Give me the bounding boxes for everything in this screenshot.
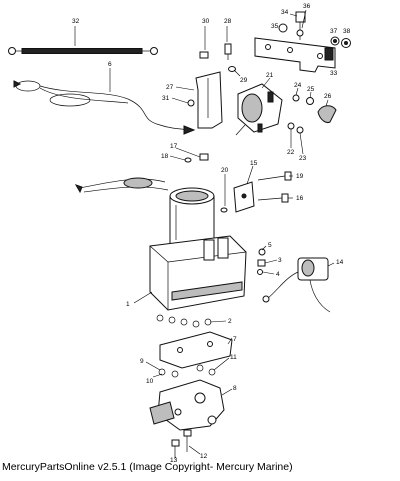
callout-11: 11 xyxy=(230,354,237,361)
part-26-boot[interactable] xyxy=(317,105,337,123)
part-24-25-washers[interactable] xyxy=(292,94,314,105)
callout-21: 21 xyxy=(266,72,274,79)
callout-35: 35 xyxy=(271,23,279,30)
callout-28: 28 xyxy=(224,18,232,25)
callout-33: 33 xyxy=(330,70,338,77)
part-32-battery-cable[interactable] xyxy=(8,47,158,55)
callout-36: 36 xyxy=(303,3,311,10)
callout-19: 19 xyxy=(296,173,304,180)
part-27-bracket[interactable] xyxy=(195,71,223,129)
part-5-3-4-hardware[interactable] xyxy=(257,248,266,275)
part-21-solenoid[interactable] xyxy=(235,83,283,136)
part-30-nut[interactable] xyxy=(199,51,209,59)
part-37-38-nuts[interactable] xyxy=(330,36,351,48)
callout-26: 26 xyxy=(324,93,332,100)
part-29-washer[interactable] xyxy=(228,66,236,72)
callout-16: 16 xyxy=(296,195,304,202)
part-17-18-screw-washer[interactable] xyxy=(184,153,209,163)
callout-6: 6 xyxy=(108,61,112,68)
callout-32: 32 xyxy=(72,18,80,25)
callout-17: 17 xyxy=(170,143,178,150)
part-20-washer[interactable] xyxy=(220,207,228,213)
callout-9: 9 xyxy=(140,358,144,365)
callout-labels: 32 30 28 34 36 35 37 38 29 6 27 31 21 24… xyxy=(72,3,351,464)
callout-25: 25 xyxy=(307,86,315,93)
callout-23: 23 xyxy=(299,155,307,162)
callout-13: 13 xyxy=(170,457,178,464)
callout-15: 15 xyxy=(250,160,258,167)
callout-2: 2 xyxy=(228,318,232,325)
callout-18: 18 xyxy=(161,153,169,160)
callout-27: 27 xyxy=(166,84,174,91)
callout-5: 5 xyxy=(268,242,272,249)
pump-motor[interactable] xyxy=(74,177,215,245)
callout-29: 29 xyxy=(240,77,248,84)
callout-34: 34 xyxy=(281,9,289,16)
callout-30: 30 xyxy=(202,18,210,25)
callout-8: 8 xyxy=(233,385,237,392)
part-8-manifold[interactable] xyxy=(149,379,225,431)
callout-1: 1 xyxy=(126,301,130,308)
part-33-mounting-bracket[interactable] xyxy=(254,37,336,73)
part-19-bolt[interactable] xyxy=(257,171,292,181)
callout-4: 4 xyxy=(276,271,280,278)
part-7-plate[interactable] xyxy=(159,331,233,369)
callout-10: 10 xyxy=(146,378,154,385)
callout-37: 37 xyxy=(330,28,338,35)
callout-20: 20 xyxy=(221,167,229,174)
callout-38: 38 xyxy=(343,28,351,35)
part-16-bolt[interactable] xyxy=(257,193,289,203)
part-28-screw[interactable] xyxy=(224,43,232,60)
part-14-relay[interactable] xyxy=(262,257,331,313)
callout-31: 31 xyxy=(162,95,170,102)
part-31-nut[interactable] xyxy=(187,99,195,107)
callout-24: 24 xyxy=(294,82,302,89)
callout-12: 12 xyxy=(200,453,208,460)
part-15-plate[interactable] xyxy=(233,181,255,213)
part-6-wire-lead[interactable] xyxy=(13,80,196,135)
image-copyright-caption: MercuryPartsOnline v2.5.1 (Image Copyrig… xyxy=(2,461,293,473)
part-12-13-screws[interactable] xyxy=(171,429,192,458)
part-9-10-11-seals[interactable] xyxy=(158,364,216,378)
callout-3: 3 xyxy=(278,257,282,264)
part-2-o-rings[interactable] xyxy=(156,314,212,328)
part-1-pump-reservoir[interactable] xyxy=(149,235,247,311)
part-34-36-bolt-nut[interactable] xyxy=(278,11,306,40)
callout-22: 22 xyxy=(287,149,295,156)
callout-14: 14 xyxy=(336,259,344,266)
part-22-23-nut-washer[interactable] xyxy=(287,122,304,134)
callout-7: 7 xyxy=(233,336,237,343)
leader-lines xyxy=(74,9,335,459)
